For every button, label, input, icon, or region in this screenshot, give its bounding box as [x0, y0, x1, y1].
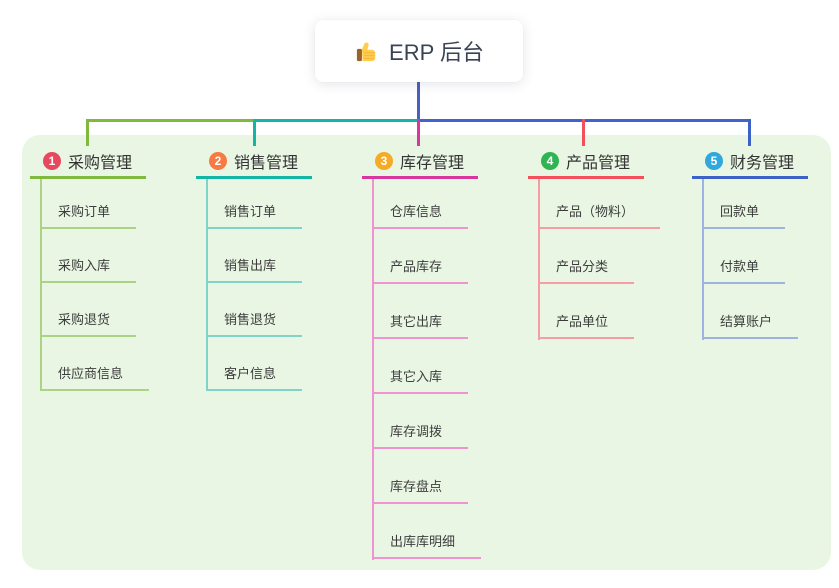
- node-stock-count[interactable]: 库存盘点: [372, 472, 469, 504]
- branch-number-badge: 2: [209, 152, 227, 170]
- node-label: 产品（物料）: [556, 204, 635, 219]
- node-stock-transfer[interactable]: 库存调拨: [372, 417, 469, 449]
- thumbs-up-icon: [354, 38, 380, 64]
- node-product-stock[interactable]: 产品库存: [372, 252, 469, 284]
- node-label: 库存盘点: [390, 479, 443, 494]
- node-label: 付款单: [720, 259, 760, 274]
- node-outbound-detail[interactable]: 出库库明细: [372, 527, 482, 559]
- branch-purchase[interactable]: 1 采购管理: [30, 146, 146, 179]
- root-node-erp-backend[interactable]: ERP 后台: [315, 20, 523, 82]
- node-customer-info[interactable]: 客户信息: [206, 359, 303, 391]
- node-label: 产品库存: [390, 259, 443, 274]
- node-label: 库存调拨: [390, 424, 443, 439]
- root-node-label: ERP 后台: [389, 40, 484, 65]
- connector-children-sales: [206, 179, 208, 391]
- node-label: 产品分类: [556, 259, 609, 274]
- node-receipt-doc[interactable]: 回款单: [702, 197, 786, 229]
- branch-label: 财务管理: [730, 155, 795, 172]
- node-label: 出库库明细: [390, 534, 456, 549]
- node-product-category[interactable]: 产品分类: [538, 252, 635, 284]
- branch-number-badge: 4: [541, 152, 559, 170]
- branch-product[interactable]: 4 产品管理: [528, 146, 644, 179]
- branch-label: 库存管理: [400, 155, 465, 172]
- node-label: 结算账户: [720, 314, 773, 329]
- node-supplier-info[interactable]: 供应商信息: [40, 359, 150, 391]
- branch-inventory[interactable]: 3 库存管理: [362, 146, 478, 179]
- node-label: 产品单位: [556, 314, 609, 329]
- node-purchase-return[interactable]: 采购退货: [40, 305, 137, 337]
- node-label: 其它出库: [390, 314, 443, 329]
- node-other-outbound[interactable]: 其它出库: [372, 307, 469, 339]
- mindmap-board: [22, 135, 831, 570]
- branch-sales[interactable]: 2 销售管理: [196, 146, 312, 179]
- node-warehouse-info[interactable]: 仓库信息: [372, 197, 469, 229]
- connector-children-finance: [702, 179, 704, 340]
- connector-bus-green: [86, 119, 254, 122]
- connector-drop-product: [582, 119, 585, 146]
- node-settlement-account[interactable]: 结算账户: [702, 307, 799, 339]
- branch-label: 产品管理: [566, 155, 631, 172]
- node-label: 销售出库: [224, 258, 277, 273]
- connector-children-product: [538, 179, 540, 340]
- connector-drop-inventory: [417, 119, 420, 146]
- node-sales-return[interactable]: 销售退货: [206, 305, 303, 337]
- node-label: 其它入库: [390, 369, 443, 384]
- connector-drop-sales: [253, 119, 256, 146]
- branch-label: 销售管理: [234, 155, 299, 172]
- node-other-inbound[interactable]: 其它入库: [372, 362, 469, 394]
- node-label: 供应商信息: [58, 366, 124, 381]
- node-sales-outbound[interactable]: 销售出库: [206, 251, 303, 283]
- node-label: 采购入库: [58, 258, 111, 273]
- branch-number-badge: 5: [705, 152, 723, 170]
- connector-children-inventory: [372, 179, 374, 560]
- connector-root: [417, 82, 420, 122]
- connector-bus-teal: [254, 119, 418, 122]
- branch-label: 采购管理: [68, 155, 133, 172]
- node-label: 回款单: [720, 204, 760, 219]
- node-purchase-order[interactable]: 采购订单: [40, 197, 137, 229]
- node-label: 采购订单: [58, 204, 111, 219]
- connector-drop-finance: [748, 119, 751, 146]
- node-label: 采购退货: [58, 312, 111, 327]
- node-label: 客户信息: [224, 366, 277, 381]
- connector-drop-purchase: [86, 119, 89, 146]
- node-sales-order[interactable]: 销售订单: [206, 197, 303, 229]
- node-label: 仓库信息: [390, 204, 443, 219]
- node-product-material[interactable]: 产品（物料）: [538, 197, 661, 229]
- node-label: 销售退货: [224, 312, 277, 327]
- branch-number-badge: 1: [43, 152, 61, 170]
- node-purchase-inbound[interactable]: 采购入库: [40, 251, 137, 283]
- branch-finance[interactable]: 5 财务管理: [692, 146, 808, 179]
- branch-number-badge: 3: [375, 152, 393, 170]
- node-product-unit[interactable]: 产品单位: [538, 307, 635, 339]
- node-payment-doc[interactable]: 付款单: [702, 252, 786, 284]
- connector-children-purchase: [40, 179, 42, 391]
- node-label: 销售订单: [224, 204, 277, 219]
